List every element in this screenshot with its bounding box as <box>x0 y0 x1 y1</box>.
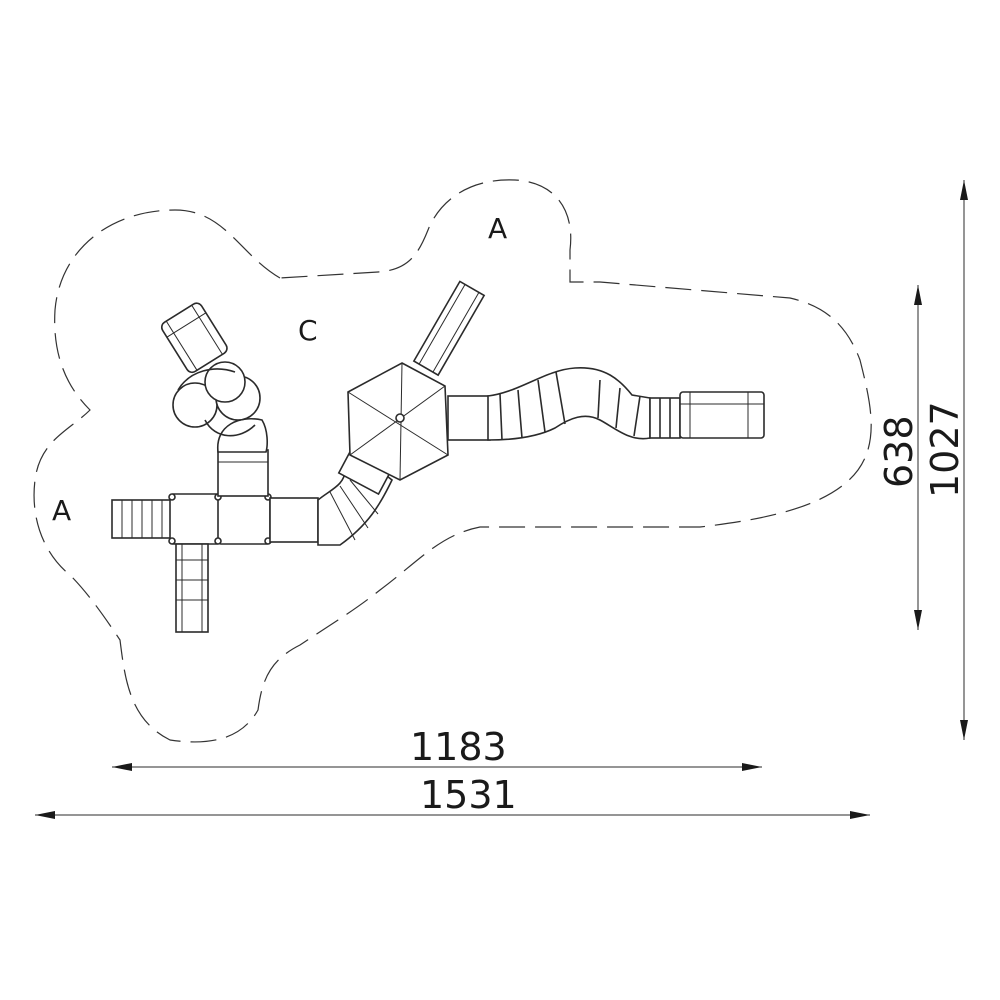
straight-slide <box>175 543 209 633</box>
zone-label-c: C <box>298 314 318 347</box>
dimension-label-1183: 1183 <box>410 725 507 769</box>
spiral-slide <box>160 302 269 497</box>
zone-label-a-top: A <box>488 212 507 245</box>
dimension-outer-width: 1531 <box>35 773 870 819</box>
safety-zone-outline <box>33 179 872 743</box>
tube-slide <box>447 367 765 441</box>
platform-left <box>168 493 272 545</box>
dimension-label-1531: 1531 <box>420 773 517 817</box>
upper-slide <box>412 280 486 377</box>
dimension-inner-height: 638 <box>877 285 922 630</box>
dimension-label-638: 638 <box>877 415 921 488</box>
dimension-label-1027: 1027 <box>923 401 967 498</box>
hexagon-tower <box>347 362 449 481</box>
zone-label-a-left: A <box>52 494 71 527</box>
stair-left <box>111 499 173 539</box>
dimension-outer-height: 1027 <box>923 180 968 740</box>
dimension-inner-width: 1183 <box>112 725 762 771</box>
